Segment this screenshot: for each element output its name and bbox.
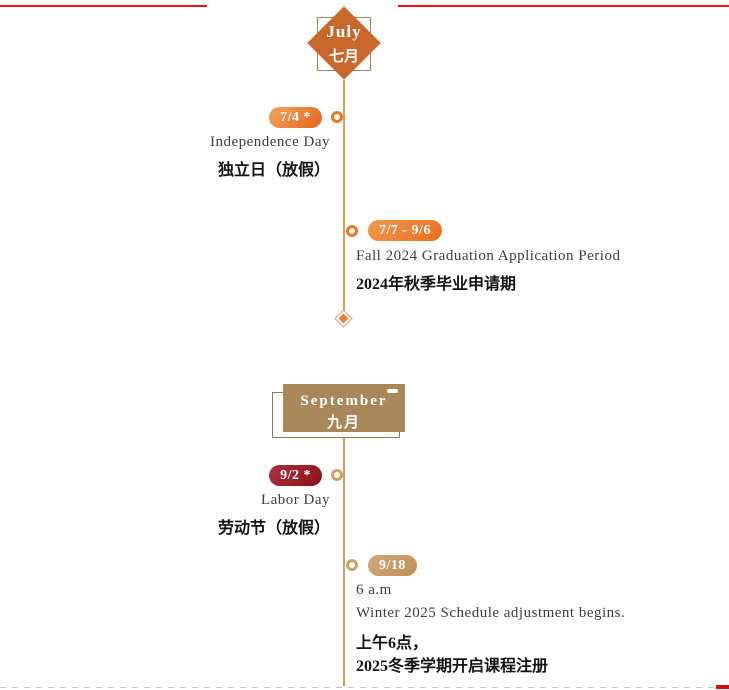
event-date-badge-july4: 7/4 * (269, 107, 322, 128)
timeline-line-september (343, 432, 345, 686)
event-title-zh-july7: 2024年秋季毕业申请期 (356, 276, 517, 293)
timeline-dot-sept18 (346, 559, 358, 571)
timeline-dot-july7 (346, 225, 358, 237)
september-label-zh: 九月 (326, 415, 361, 431)
event-date-badge-july7: 7/7 - 9/6 (368, 220, 442, 241)
event-title-zh-sept2: 劳动节（放假） (217, 520, 330, 537)
september-dash-mark (387, 389, 398, 393)
event-title-zh-july4: 独立日（放假） (217, 162, 330, 179)
event-time-en-sept18: 6 a.m (356, 582, 392, 598)
event-title-en-sept18: Winter 2025 Schedule adjustment begins. (356, 605, 626, 621)
event-title-en-sept2: Labor Day (260, 492, 330, 508)
september-box (283, 384, 405, 432)
timeline-line-july (343, 80, 345, 312)
event-title-zh-sept18: 2025冬季学期开启课程注册 (356, 658, 549, 675)
event-date-badge-sept2: 9/2 * (269, 465, 322, 486)
bottom-red-border (716, 685, 729, 689)
bottom-dashed-border (0, 687, 729, 688)
july-label-zh: 七月 (328, 49, 359, 65)
top-red-border-right (398, 5, 729, 7)
timeline-dot-sept2 (331, 469, 343, 481)
month-header-september: September 九月 (283, 393, 405, 432)
september-label-en: September (300, 393, 388, 409)
event-time-zh-sept18: 上午6点， (356, 635, 429, 652)
july-label-en: July (326, 22, 362, 41)
event-date-badge-sept18: 9/18 (368, 555, 417, 576)
month-header-july: July 七月 (304, 22, 384, 66)
timeline-dot-july4 (331, 111, 343, 123)
top-red-border-left (0, 5, 207, 7)
event-title-en-july7: Fall 2024 Graduation Application Period (356, 248, 621, 264)
event-title-en-july4: Independence Day (209, 134, 330, 150)
